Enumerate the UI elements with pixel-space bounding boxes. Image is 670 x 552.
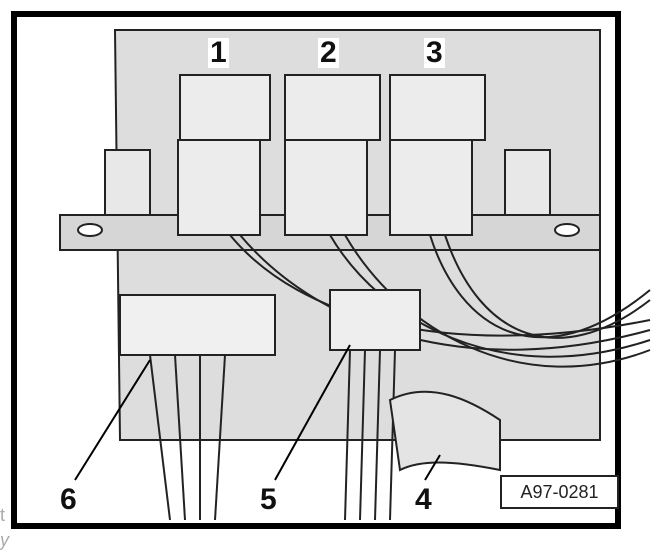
connector-5 xyxy=(329,289,421,351)
relay-1 xyxy=(177,74,271,236)
callout-5: 5 xyxy=(258,483,279,516)
mount-hole-right xyxy=(554,223,580,237)
clip-left xyxy=(104,149,151,216)
figure-reference: A97-0281 xyxy=(500,475,619,509)
connector-5-wires xyxy=(344,349,396,521)
callout-1: 1 xyxy=(208,36,229,69)
relay-3 xyxy=(389,74,486,236)
clip-right xyxy=(504,149,551,216)
connector-6 xyxy=(119,294,276,356)
callout-4: 4 xyxy=(413,483,434,516)
callout-2: 2 xyxy=(318,36,339,69)
callout-6: 6 xyxy=(58,483,79,516)
relay-2 xyxy=(284,74,381,236)
edge-text-2: y xyxy=(0,530,9,550)
connector-4 xyxy=(388,390,501,472)
connector-6-wires xyxy=(149,354,226,521)
leader-lines xyxy=(74,344,441,481)
edge-text-1: t xyxy=(0,505,6,525)
callout-3: 3 xyxy=(424,36,445,69)
mount-hole-left xyxy=(77,223,103,237)
